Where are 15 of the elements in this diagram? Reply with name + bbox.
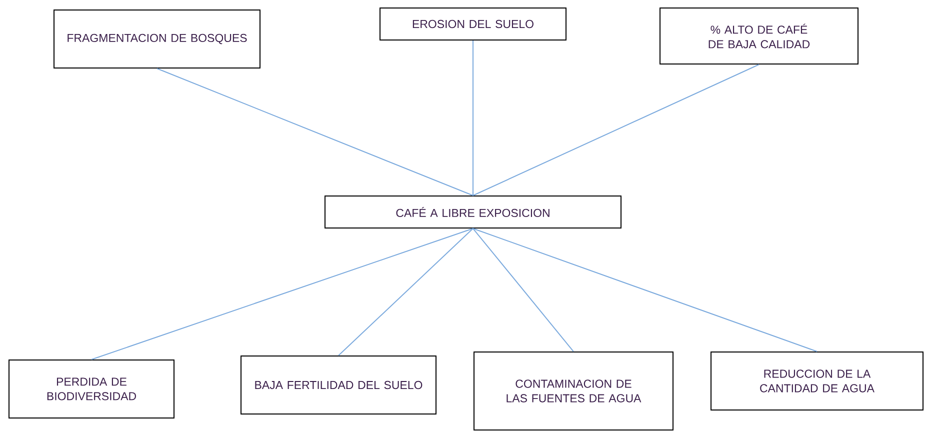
connector-line <box>472 64 760 196</box>
connector-line <box>91 228 474 360</box>
text-box: % ALTO DE CAFÉ DE BAJA CALIDAD <box>660 8 858 64</box>
text-box: PERDIDA DE BIODIVERSIDAD <box>8 360 174 418</box>
text-box: CAFÉ A LIBRE EXPOSICION <box>324 196 622 228</box>
text-box: FRAGMENTACION DE BOSQUES <box>54 10 260 68</box>
text-box: CONTAMINACION DE LAS FUENTES DE AGUA <box>474 352 674 430</box>
connector-line <box>472 40 474 196</box>
text-box: REDUCCION DE LA CANTIDAD DE AGUA <box>710 352 924 410</box>
connector-line <box>156 68 474 196</box>
connector-line <box>472 228 818 352</box>
text-box: BAJA FERTILIDAD DEL SUELO <box>240 356 436 414</box>
text-box: EROSION DEL SUELO <box>380 8 566 40</box>
connector-line <box>472 228 574 352</box>
connector-line <box>338 228 474 356</box>
